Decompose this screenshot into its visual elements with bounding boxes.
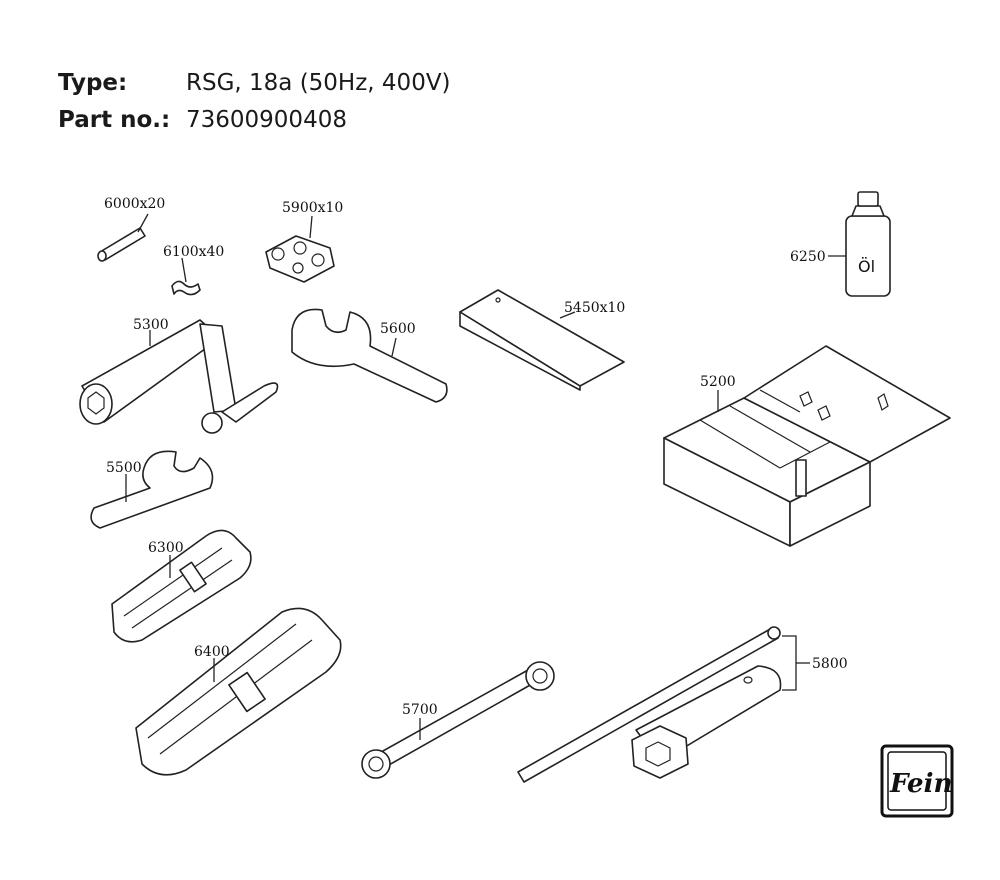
part-storage-case-5200 [663, 345, 951, 547]
callout-5600: 5600 [380, 321, 416, 337]
callout-6300: 6300 [148, 540, 184, 556]
part-ring-spanner-5700 [361, 661, 555, 779]
part-label: Part no.: [58, 107, 171, 133]
part-wrench-5500 [90, 450, 214, 529]
header: Type: RSG, 18a (50Hz, 400V) Part no.: 73… [58, 70, 451, 144]
type-label: Type: [58, 70, 128, 96]
callout-6400: 6400 [194, 644, 230, 660]
callout-5500: 5500 [106, 460, 142, 476]
callout-5900: 5900x10 [282, 200, 343, 216]
callout-5450: 5450x10 [564, 300, 625, 316]
part-value: 73600900408 [186, 107, 347, 133]
part-socket-tool-5800 [517, 626, 810, 783]
fein-logo: Fein [880, 744, 954, 818]
part-wrench-5600 [291, 308, 448, 403]
callout-6000: 6000x20 [104, 196, 165, 212]
type-value: RSG, 18a (50Hz, 400V) [186, 70, 451, 96]
type-row: Type: RSG, 18a (50Hz, 400V) [58, 70, 451, 107]
callout-5300: 5300 [133, 317, 169, 333]
part-sling-6400 [135, 607, 342, 776]
part-pin-6000 [97, 213, 149, 262]
callout-6250: 6250 [790, 249, 826, 265]
callout-5200: 5200 [700, 374, 736, 390]
callout-5800: 5800 [812, 656, 848, 672]
part-oil-bottle-6250: Öl [828, 191, 891, 297]
part-crank-handle-5300 [79, 319, 279, 434]
part-wedge-5450 [459, 289, 625, 391]
callout-5700: 5700 [402, 702, 438, 718]
part-clip-6100 [171, 257, 201, 296]
oil-label: Öl [858, 257, 875, 276]
part-row: Part no.: 73600900408 [58, 107, 451, 144]
logo-text: Fein [889, 769, 952, 799]
callout-6100: 6100x40 [163, 244, 224, 260]
part-chain-5900 [265, 215, 335, 283]
part-sling-6300 [111, 529, 252, 643]
